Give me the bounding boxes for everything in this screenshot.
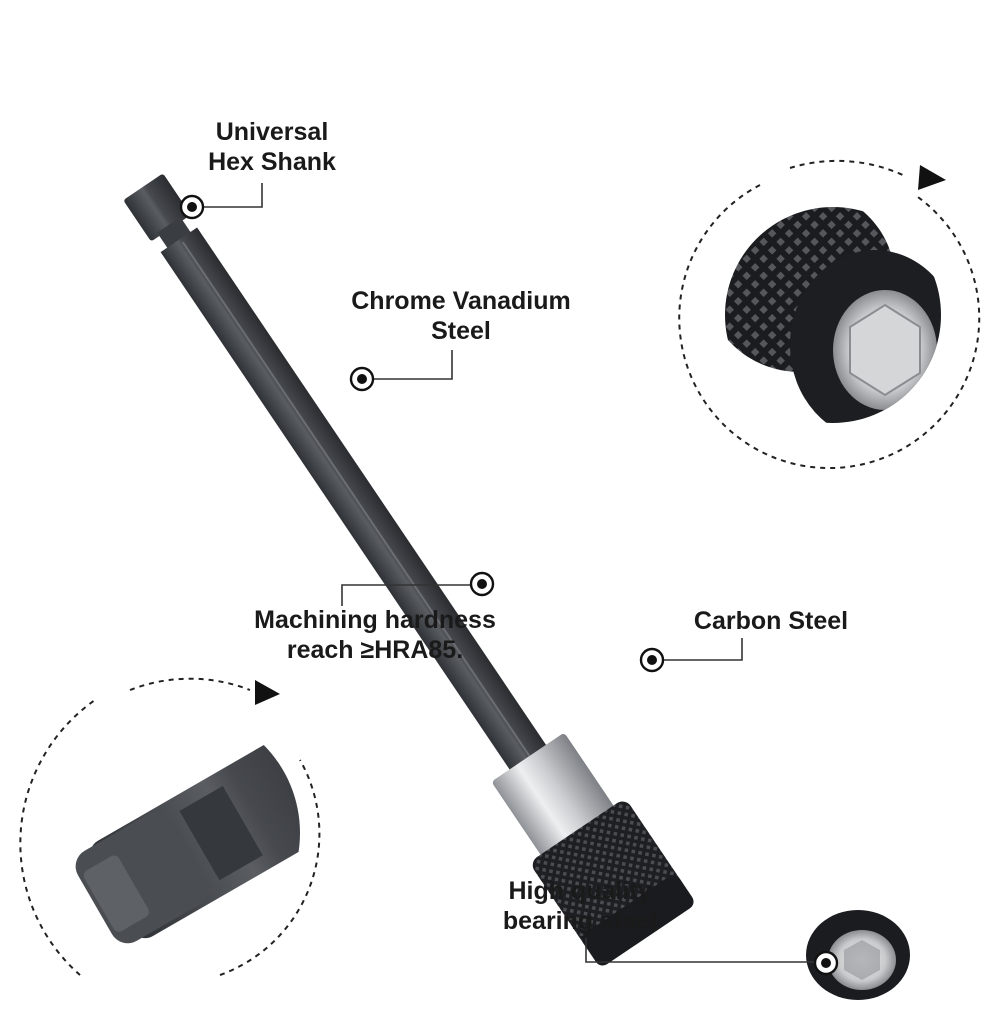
label-carbon-steel: Carbon Steel	[680, 606, 862, 636]
label-line: bearing steel	[502, 907, 658, 935]
label-line: Universal	[215, 118, 329, 146]
label-line: reach ≥HRA85.	[286, 636, 464, 664]
label-bearing-steel: High quality bearing steel	[492, 876, 668, 936]
label-chrome-vanadium-steel: Chrome Vanadium Steel	[330, 286, 592, 346]
label-machining-hardness: Machining hardness reach ≥HRA85.	[236, 605, 514, 665]
callout-lines	[203, 183, 822, 963]
hex-shank-detail	[19, 677, 321, 976]
callout-dot-icon	[469, 571, 495, 597]
label-line: Chrome Vanadium	[351, 287, 571, 315]
collar-detail	[678, 159, 981, 469]
label-line: Carbon Steel	[693, 607, 849, 635]
callout-dot-icon	[639, 647, 665, 673]
rotate-arrow-icon	[255, 680, 280, 705]
label-line: Machining hardness	[254, 606, 496, 634]
extension-bar	[124, 174, 694, 966]
label-universal-hex-shank: Universal Hex Shank	[190, 117, 354, 177]
callout-dot-icon	[179, 194, 205, 220]
callout-dot-icon	[349, 366, 375, 392]
callout-dot-icon	[813, 950, 839, 976]
label-line: Steel	[431, 317, 491, 345]
hex-shaft	[160, 227, 548, 772]
label-line: High quality	[508, 877, 652, 905]
shank-neck	[157, 217, 193, 251]
rotate-arrow-icon	[918, 165, 946, 190]
label-line: Hex Shank	[208, 148, 336, 176]
